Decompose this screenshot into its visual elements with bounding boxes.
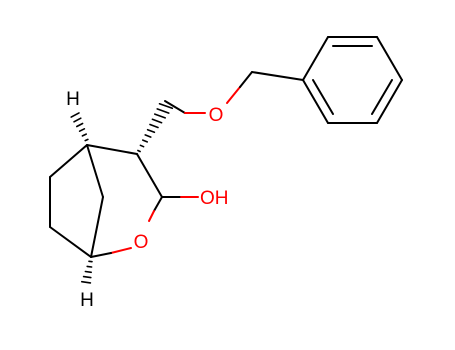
- bond-c3-o2-red: [148, 210, 155, 222]
- bond-c4-c3: [136, 153, 163, 198]
- bond-c5-c6: [49, 144, 88, 178]
- bond-ch2-o-black: [164, 100, 186, 114]
- hash-line: [76, 122, 84, 128]
- bond-ch2-ph: [251, 71, 304, 81]
- bond-c3-o2-black: [153, 196, 163, 212]
- hash-line: [154, 113, 166, 119]
- ether-oxygen-label: O: [209, 105, 224, 126]
- bond-c8-c1: [90, 196, 104, 258]
- bond-ring-2: [376, 36, 403, 81]
- hash-line: [84, 270, 92, 274]
- bicyclic-core: [49, 144, 199, 258]
- hash-line: [156, 108, 170, 114]
- stereo-hash-h-bottom: [81, 260, 93, 284]
- bond-c5-c8: [86, 144, 104, 198]
- hash-line: [73, 117, 82, 123]
- bond-ring-5: [302, 79, 329, 124]
- benzyloxymethyl-chain: [164, 71, 304, 114]
- bond-o-ch2-black: [239, 71, 253, 88]
- hash-line: [78, 128, 86, 132]
- hash-line: [86, 265, 93, 268]
- bond-ring-6: [302, 36, 329, 81]
- hash-line: [146, 128, 156, 134]
- bond-ring-double-2: [371, 79, 393, 115]
- hash-line: [81, 133, 87, 137]
- benzene-ring: [302, 36, 403, 124]
- hash-line: [137, 149, 141, 153]
- hash-line: [144, 134, 152, 138]
- hash-line: [151, 118, 163, 124]
- bond-o-ch2-red: [226, 86, 241, 104]
- ring-oxygen-label: O: [134, 232, 149, 253]
- hydrogen-top-label: H: [66, 89, 80, 110]
- bond-c7-c1: [49, 226, 92, 258]
- hash-line: [81, 280, 92, 284]
- stereo-hash-ch2: [137, 103, 174, 153]
- hash-line: [142, 139, 148, 143]
- hash-line: [139, 144, 145, 148]
- bond-ring-3: [376, 79, 403, 124]
- bond-c5-c4: [86, 144, 138, 155]
- bond-ring-double-3: [312, 79, 334, 115]
- hydrogen-bottom-label: H: [80, 290, 94, 311]
- hash-line: [82, 275, 92, 279]
- bond-o2-c1-red: [110, 247, 132, 254]
- stereo-hash-h-top: [70, 112, 89, 142]
- hash-line: [84, 138, 89, 142]
- hash-line: [149, 123, 159, 129]
- bond-o2-c1-black: [90, 252, 112, 258]
- hydroxyl-label: OH: [200, 188, 229, 209]
- hash-line: [70, 112, 80, 118]
- hash-line: [158, 103, 174, 110]
